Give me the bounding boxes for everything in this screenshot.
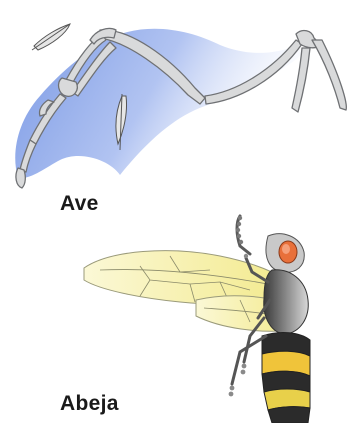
scapula-bone bbox=[312, 40, 346, 110]
bee-abdomen bbox=[262, 333, 310, 423]
feather-shaft bbox=[32, 24, 70, 50]
bird-label: Ave bbox=[60, 192, 99, 216]
bee-label: Abeja bbox=[60, 392, 119, 416]
bird-wing-diagram bbox=[15, 24, 346, 188]
digit-tip-bone bbox=[16, 168, 25, 188]
